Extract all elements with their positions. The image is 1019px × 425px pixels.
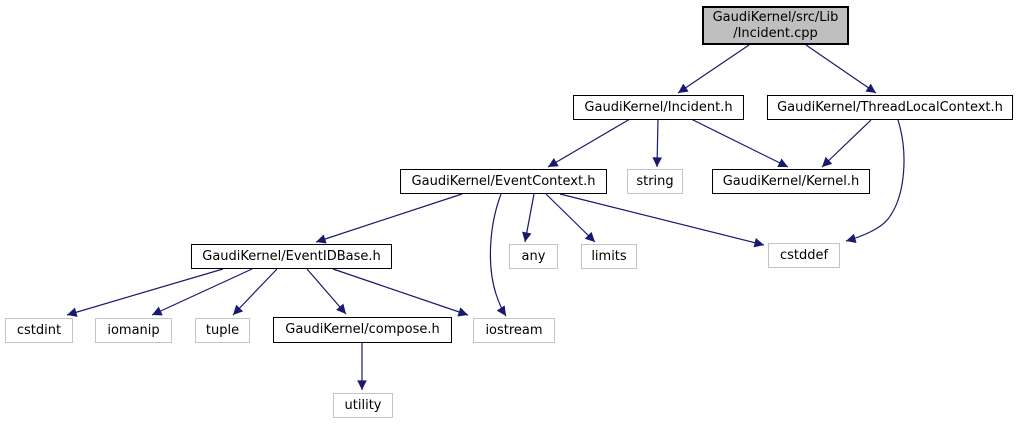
edge-event-context-h-to-any [522,193,535,243]
edge-event-context-h-to-limits [545,193,596,243]
edge-event-id-base-h-to-cstdint [66,268,224,317]
node-kernel-h[interactable]: GaudiKernel/Kernel.h [712,169,870,194]
edge-incident-h-to-event-context-h [547,118,631,168]
node-compose-h[interactable]: GaudiKernel/compose.h [273,317,452,343]
edge-incident-cpp-to-incident-h [677,44,750,94]
node-tuple: tuple [195,318,250,343]
edge-event-context-h-to-cstddef [559,193,765,248]
node-incident-cpp: GaudiKernel/src/Lib /Incident.cpp [702,6,849,45]
node-event-context-h[interactable]: GaudiKernel/EventContext.h [400,169,607,194]
edge-event-id-base-h-to-iomanip [151,268,253,316]
node-iomanip: iomanip [95,318,172,343]
edge-event-id-base-h-to-tuple [232,268,278,316]
node-thread-local-context-h[interactable]: GaudiKernel/ThreadLocalContext.h [767,95,1013,120]
edge-event-context-h-to-event-id-base-h [315,193,463,244]
node-string: string [627,169,683,194]
node-cstddef: cstddef [768,243,840,268]
edge-event-context-h-to-iostream [489,193,507,317]
node-any: any [509,244,558,269]
node-iostream: iostream [473,318,555,343]
edge-event-id-base-h-to-iostream [332,268,469,317]
node-cstdint: cstdint [5,318,73,343]
node-event-id-base-h[interactable]: GaudiKernel/EventIDBase.h [191,244,392,269]
edge-thread-local-context-h-to-kernel-h [821,119,872,168]
node-utility: utility [333,393,393,418]
edge-incident-h-to-kernel-h [690,118,789,168]
edge-incident-cpp-to-thread-local-context-h [805,44,877,94]
node-limits: limits [581,244,637,269]
node-incident-h[interactable]: GaudiKernel/Incident.h [573,95,744,120]
edge-event-id-base-h-to-compose-h [306,268,347,315]
edge-incident-h-to-string [652,118,662,168]
